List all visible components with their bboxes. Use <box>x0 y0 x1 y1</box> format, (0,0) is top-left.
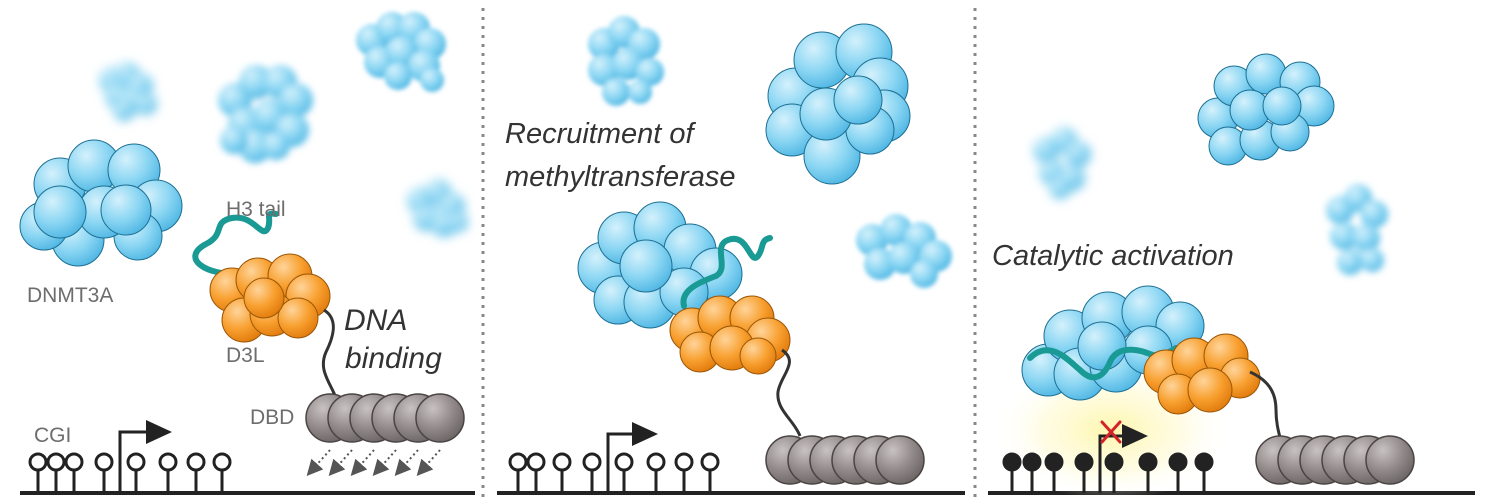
blurred-dnmt3a-cluster <box>99 62 157 121</box>
panel2-title-line2: methyltransferase <box>505 161 736 193</box>
panel-2: Recruitment of methyltransferase <box>505 16 952 493</box>
dbd-domain <box>765 435 925 485</box>
panel-3: Catalytic activation <box>992 53 1415 499</box>
blurred-dnmt3a-cluster <box>856 214 952 288</box>
dna-binding-label-line1: DNA <box>344 304 407 337</box>
blurred-dnmt3a-cluster <box>1326 184 1388 275</box>
panel2-title-line1: Recruitment of <box>505 118 697 150</box>
panel-1: DNMT3A H3 tail D3L DNA binding <box>19 12 468 493</box>
blurred-dnmt3a-cluster <box>356 12 446 92</box>
blurred-dnmt3a-cluster <box>588 16 664 106</box>
blurred-dnmt3a-cluster <box>407 179 468 237</box>
dna-binding-arrows <box>306 449 441 476</box>
cgi-label: CGI <box>34 424 71 447</box>
d3l-protein <box>209 253 331 343</box>
cpg-sites-unmethylated <box>28 452 232 493</box>
cpg-sites-unmethylated <box>508 452 720 493</box>
right-arrow-icon <box>1098 424 1148 493</box>
right-arrow-icon <box>606 422 658 493</box>
dbd-domain <box>305 393 465 443</box>
dnmt3a-protein-free <box>765 23 911 185</box>
blurred-dnmt3a-cluster <box>218 65 313 163</box>
dnmt3a-protein <box>19 139 183 267</box>
d3l-label: D3L <box>226 344 265 367</box>
h3-tail <box>680 235 773 309</box>
panel3-title: Catalytic activation <box>992 240 1234 272</box>
right-arrow-icon <box>118 420 172 493</box>
dbd-label: DBD <box>250 406 294 429</box>
d3l-protein <box>1143 333 1261 415</box>
dbd-domain <box>1255 435 1415 485</box>
d3l-protein <box>669 295 791 375</box>
h3-tail <box>192 210 279 278</box>
linker <box>321 308 338 399</box>
h3-tail-label: H3 tail <box>226 198 286 221</box>
linker <box>776 348 802 437</box>
dnmt3a-protein-free <box>1197 53 1335 166</box>
dna-binding-label-line2: binding <box>345 342 442 375</box>
dnmt3a-label: DNMT3A <box>27 284 113 307</box>
blurred-dnmt3a-cluster <box>1033 127 1091 199</box>
red-cross-icon <box>1100 420 1122 444</box>
cpg-sites-methylated <box>1002 452 1214 493</box>
